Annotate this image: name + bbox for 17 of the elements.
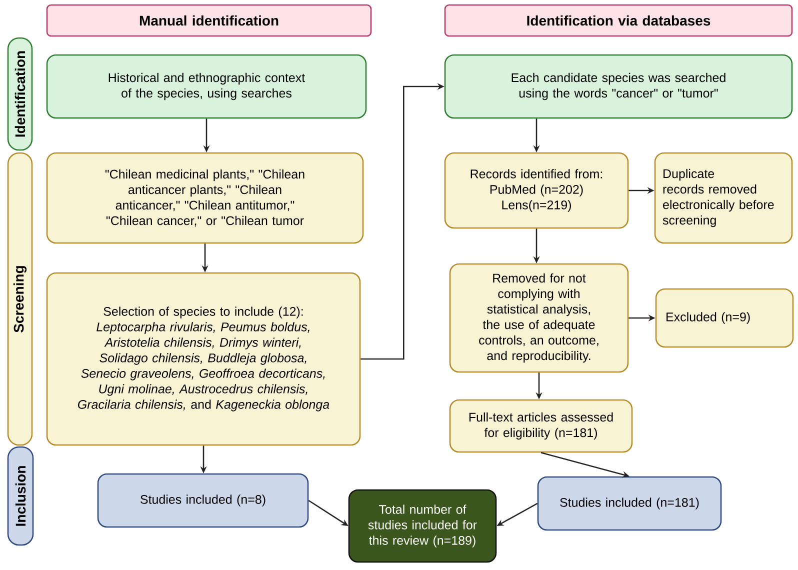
process-box: Duplicate records removed electronically before screening [654, 152, 793, 244]
section-header: Identification via databases [444, 4, 793, 37]
process-box: Full-text articles assessed for eligibility (n=181) [449, 399, 633, 453]
process-box: Each candidate species was searched using the words "cancer" or "tumor" [444, 54, 793, 119]
process-box: Excluded (n=9) [655, 288, 794, 348]
result-box: Studies included (n=8) [97, 473, 309, 528]
phase-label: Identification [7, 37, 33, 151]
phase-label: Inclusion [7, 446, 34, 546]
process-box: "Chilean medicinal plants," "Chilean anticancer plants," "Chilean anticancer," "Chilean antitumor," "Chilean cancer," or "Chilean tumor [46, 152, 364, 244]
section-header: Manual identification [46, 4, 372, 37]
process-box: Historical and ethnographic context of the species, using searches [46, 54, 367, 119]
phase-label: Screening [7, 152, 33, 446]
total-box: Total number of studies included for this review (n=189) [348, 489, 497, 563]
process-box: Records identified from: PubMed (n=202) Lens(n=219) [444, 152, 629, 229]
process-box: Removed for not complying with statistical analysis, the use of adequate controls, an outcome, and reproducibility. [449, 263, 629, 373]
result-box: Studies included (n=181) [537, 476, 722, 531]
process-box: Selection of species to include (12): Leptocarpha rivularis, Peumus boldus, Aristotelia chilensis, Drimys winteri, Solidago chilensis, Buddleja globosa, Senecio graveolens, Geoffroea decorticans, Ugni molinae, Austrocedrus chilensis, Gracilaria chilensis, and Kageneckia oblonga [46, 272, 361, 446]
